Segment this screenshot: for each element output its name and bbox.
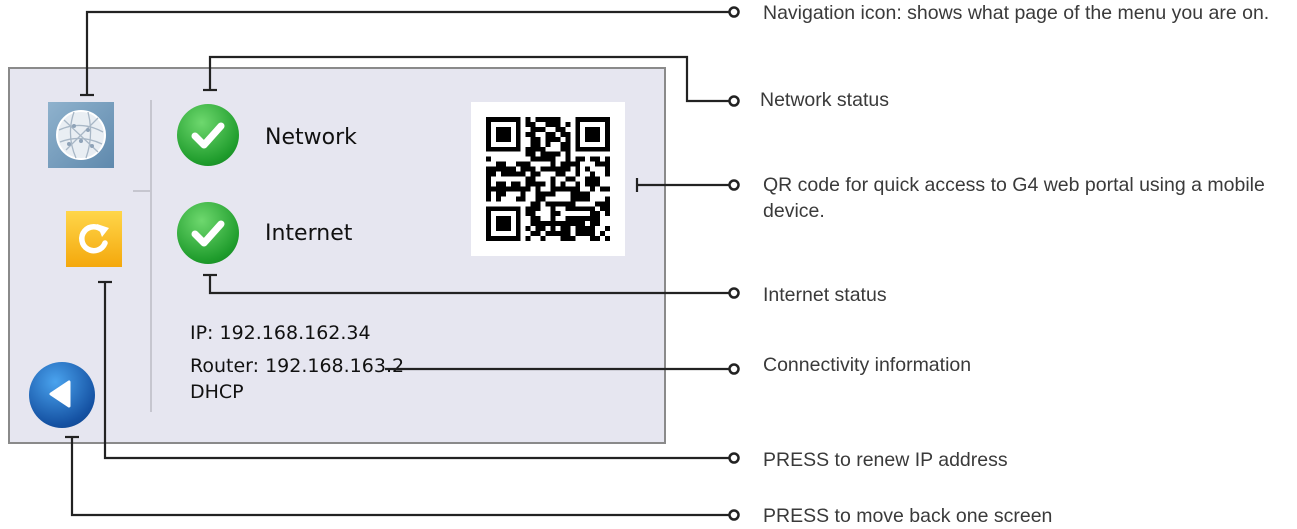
callout-navigation: Navigation icon: shows what page of the … [763,2,1270,24]
back-arrow-icon [42,374,82,417]
callout-internet-status: Internet status [763,284,887,306]
screen-divider [150,100,152,412]
network-status-label: Network [265,125,357,150]
ip-address-text: IP: 192.168.162.34 [190,322,371,344]
router-address-text: Router: 192.168.163.2 [190,355,405,377]
refresh-icon [76,220,112,259]
network-status-check-icon [177,104,239,166]
internet-status-label: Internet [265,221,353,246]
internet-status-check-icon [177,202,239,264]
callout-qr-code: QR code for quick access to G4 web porta… [763,174,1265,222]
globe-network-icon [48,102,114,168]
renew-ip-button[interactable] [66,211,122,267]
screen-divider-tick [133,190,152,192]
dhcp-mode-text: DHCP [190,381,244,403]
callout-network-status: Network status [760,89,889,111]
callout-renew-ip: PRESS to renew IP address [763,449,1008,471]
back-button[interactable] [29,362,95,428]
callout-back: PRESS to move back one screen [763,505,1053,527]
qr-code[interactable] [471,102,625,256]
callout-connectivity: Connectivity information [763,354,972,376]
